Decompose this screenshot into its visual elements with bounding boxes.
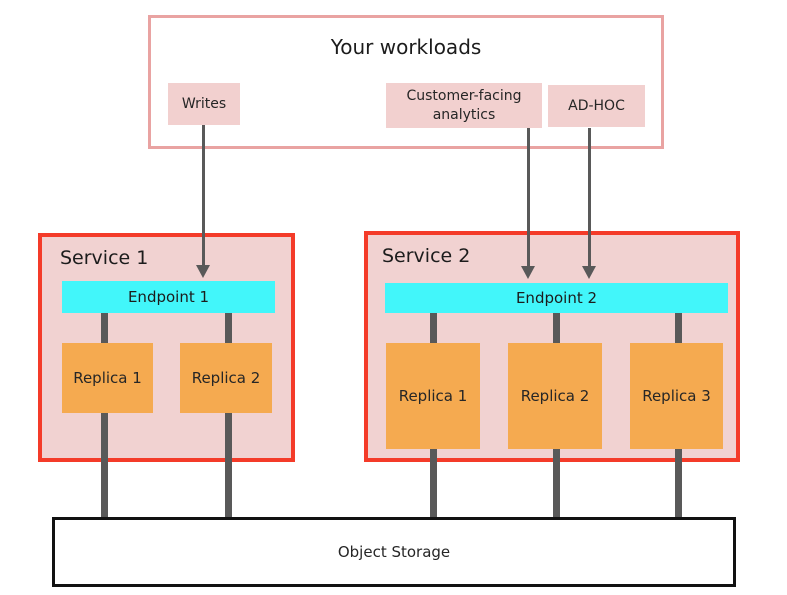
workload-customer-facing-analytics-label: Customer-facing analytics <box>406 88 522 123</box>
arrow-customer-facing-analytics-to-endpoint-2 <box>521 128 535 279</box>
connector-service-2-replica-1-storage <box>430 449 437 520</box>
object-storage-box: Object Storage <box>52 517 736 587</box>
workload-writes-label: Writes <box>181 95 227 112</box>
workload-writes-box: Writes <box>168 83 240 125</box>
connector-service-2-replica-3-storage <box>675 449 682 520</box>
service-1-box: Service 1 Endpoint 1 Replica 1 Replica 2 <box>38 233 295 462</box>
service-2-replica-2-box: Replica 2 <box>508 343 602 449</box>
endpoint-2-bar: Endpoint 2 <box>385 283 728 313</box>
service-2-replica-2-label: Replica 2 <box>520 387 590 405</box>
connector-service-2-replica-2-storage <box>553 449 560 520</box>
endpoint-1-label: Endpoint 1 <box>127 288 210 306</box>
connector-endpoint-1-replica-1 <box>101 313 108 343</box>
workload-ad-hoc-box: AD-HOC <box>548 85 645 127</box>
workload-customer-facing-analytics-box: Customer-facing analytics <box>386 83 542 128</box>
connector-endpoint-2-replica-3 <box>675 313 682 343</box>
service-1-replica-2-label: Replica 2 <box>191 369 261 387</box>
workloads-title: Your workloads <box>330 35 482 59</box>
workloads-group-box: Your workloads Writes Customer-facing an… <box>148 15 664 149</box>
workload-ad-hoc-label: AD-HOC <box>568 97 625 114</box>
endpoint-1-bar: Endpoint 1 <box>62 281 275 313</box>
connector-endpoint-2-replica-1 <box>430 313 437 343</box>
arrow-ad-hoc-to-endpoint-2 <box>582 128 596 279</box>
service-2-label: Service 2 <box>382 245 471 267</box>
service-2-replica-3-box: Replica 3 <box>630 343 723 449</box>
service-2-replica-3-label: Replica 3 <box>642 387 711 405</box>
service-1-replica-2-box: Replica 2 <box>180 343 272 413</box>
object-storage-label: Object Storage <box>337 543 451 561</box>
service-1-replica-1-label: Replica 1 <box>73 369 142 387</box>
connector-service-1-replica-1-storage <box>101 413 108 520</box>
service-1-label: Service 1 <box>60 247 149 269</box>
connector-endpoint-2-replica-2 <box>553 313 560 343</box>
service-1-replica-1-box: Replica 1 <box>62 343 153 413</box>
service-2-replica-1-label: Replica 1 <box>398 387 468 405</box>
endpoint-2-label: Endpoint 2 <box>515 289 598 307</box>
service-2-box: Service 2 Endpoint 2 Replica 1 Replica 2… <box>364 231 740 462</box>
connector-endpoint-1-replica-2 <box>225 313 232 343</box>
arrow-writes-to-endpoint-1 <box>196 125 210 278</box>
service-2-replica-1-box: Replica 1 <box>386 343 480 449</box>
connector-service-1-replica-2-storage <box>225 413 232 520</box>
